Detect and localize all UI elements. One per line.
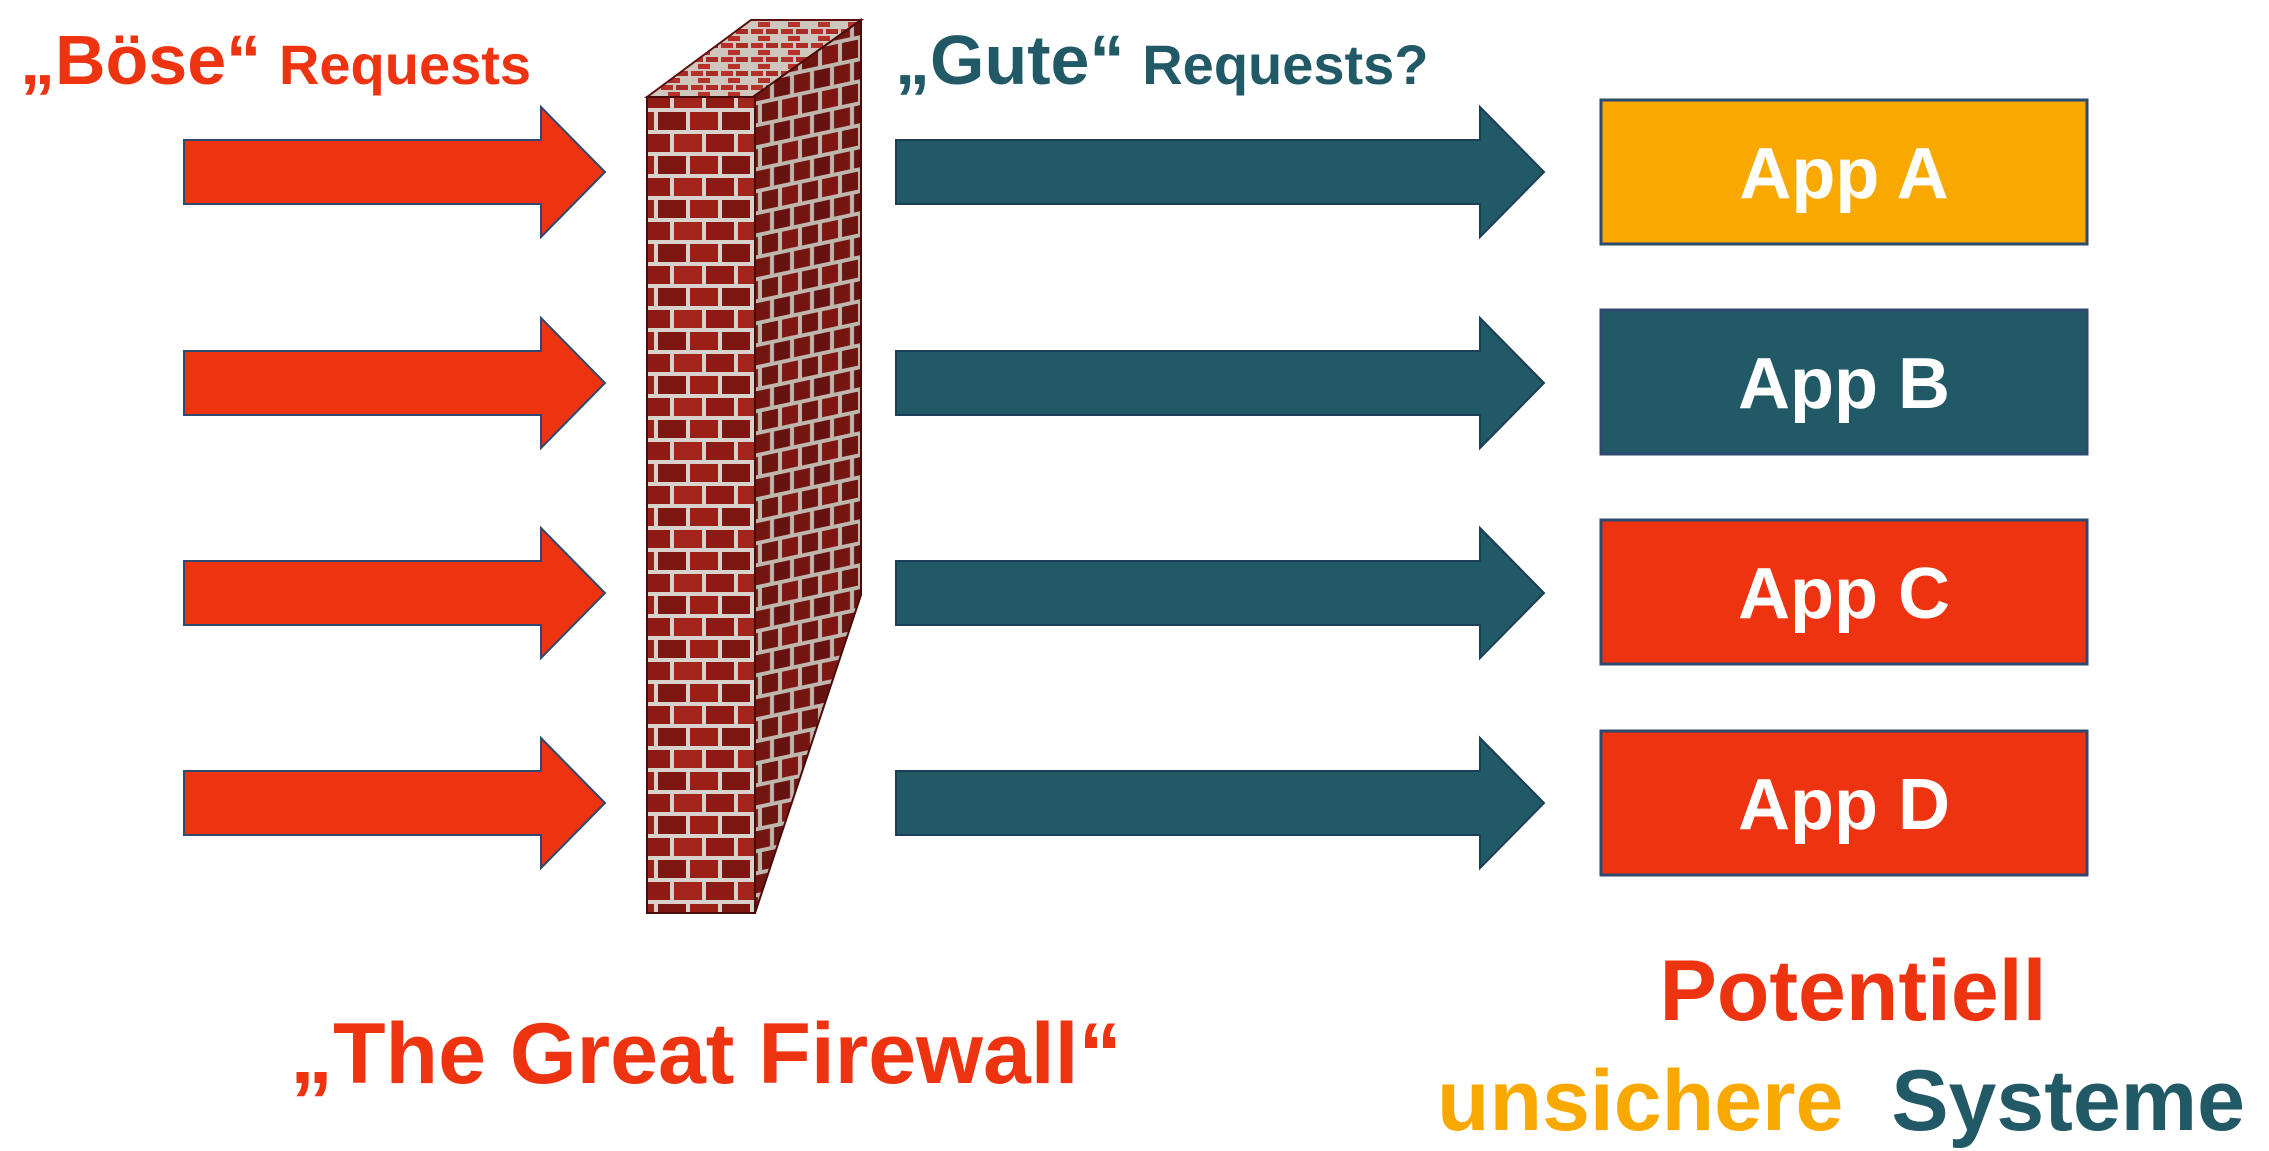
good-request-arrow [895, 315, 1546, 451]
good-request-arrow [895, 525, 1546, 661]
app-d-box: App D [1599, 729, 2089, 877]
good-requests-quote: „Gute“ [895, 21, 1124, 99]
app-c-box: App C [1599, 518, 2089, 666]
app-c-label: App C [1738, 554, 1950, 634]
bad-request-arrow [183, 735, 607, 871]
app-a-label: App A [1739, 134, 1948, 214]
bad-requests-word: Requests [279, 33, 531, 96]
app-b-label: App B [1738, 344, 1950, 424]
app-b-rect [1599, 308, 2089, 456]
systems-caption-unsichere: unsichere [1437, 1053, 1843, 1149]
good-request-arrow [895, 735, 1546, 871]
bad-requests-quote: „Böse“ [20, 21, 261, 99]
bad-requests-label: „Böse“ Requests [20, 21, 531, 99]
wall-side-face [751, 18, 862, 914]
systems-caption-line2: unsichere Systeme [1437, 1053, 2245, 1149]
firewall-wall [643, 18, 865, 914]
bad-request-arrow [183, 525, 607, 661]
bad-request-arrow [183, 104, 607, 240]
good-requests-word: Requests? [1142, 33, 1428, 96]
firewall-caption: „The Great Firewall“ [290, 1006, 1122, 1102]
bad-arrows [183, 104, 607, 871]
good-requests-label: „Gute“ Requests? [895, 21, 1429, 99]
app-c-rect [1599, 518, 2089, 666]
app-a-box: App A [1599, 98, 2089, 246]
app-a-rect [1599, 98, 2089, 246]
app-b-box: App B [1599, 308, 2089, 456]
systems-caption-systeme: Systeme [1891, 1053, 2245, 1149]
good-arrows [895, 104, 1546, 871]
wall-front-face [646, 96, 756, 914]
systems-caption-line1: Potentiell [1659, 943, 2046, 1039]
app-d-label: App D [1738, 765, 1950, 845]
app-d-rect [1599, 729, 2089, 877]
bad-request-arrow [183, 315, 607, 451]
good-request-arrow [895, 104, 1546, 240]
